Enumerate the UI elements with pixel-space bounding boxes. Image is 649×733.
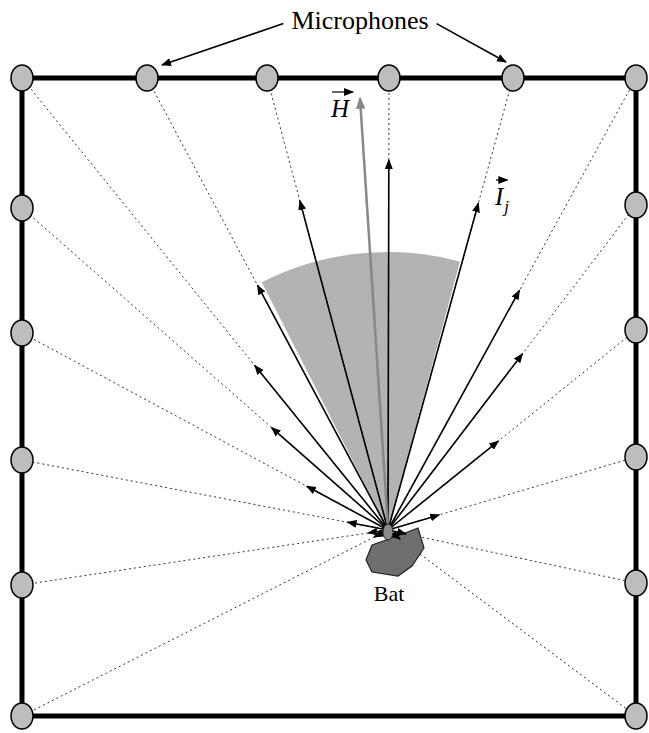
microphone bbox=[11, 572, 33, 598]
subscript-label: j bbox=[504, 198, 509, 215]
sight-line bbox=[388, 330, 636, 530]
bat-head bbox=[383, 524, 393, 540]
sight-line bbox=[388, 205, 636, 530]
room-wall bbox=[22, 78, 636, 716]
microphone bbox=[502, 65, 524, 91]
bat-body bbox=[366, 528, 424, 576]
intensity-arrow bbox=[388, 515, 439, 530]
microphone bbox=[625, 703, 647, 729]
vector-label: I bbox=[495, 184, 503, 209]
sight-line bbox=[147, 78, 388, 530]
microphones bbox=[11, 65, 647, 729]
microphone bbox=[625, 317, 647, 343]
microphone bbox=[11, 447, 33, 473]
microphone bbox=[256, 65, 278, 91]
microphone bbox=[11, 195, 33, 221]
intensity-arrow bbox=[388, 441, 498, 530]
sight-line bbox=[388, 78, 636, 530]
heading-arrow bbox=[360, 98, 388, 528]
bat-label: Bat bbox=[374, 583, 405, 605]
sight-line bbox=[22, 78, 388, 530]
intensity-arrow bbox=[255, 366, 388, 530]
sight-line bbox=[388, 530, 636, 716]
intensity-arrow bbox=[258, 285, 388, 530]
intensity-arrow bbox=[387, 160, 389, 530]
intensity-arrows bbox=[255, 160, 523, 539]
intensity-arrow bbox=[388, 354, 523, 530]
intensity-arrow bbox=[388, 203, 478, 530]
intensity-arrow bbox=[388, 290, 519, 530]
microphone bbox=[625, 444, 647, 470]
sight-line bbox=[388, 530, 636, 583]
microphone bbox=[378, 65, 400, 91]
sight-line bbox=[388, 457, 636, 530]
intensity-arrow bbox=[272, 428, 388, 530]
vector-overarrow bbox=[496, 179, 507, 180]
intensity-arrow bbox=[300, 201, 388, 530]
sight-line bbox=[22, 333, 388, 530]
microphone bbox=[11, 320, 33, 346]
vector-overarrow bbox=[332, 91, 353, 92]
intensity-arrow bbox=[347, 522, 388, 530]
sight-line bbox=[267, 78, 388, 530]
sight-line bbox=[22, 208, 388, 530]
microphone bbox=[625, 192, 647, 218]
sight-lines bbox=[22, 78, 636, 716]
beam-sector bbox=[262, 252, 460, 530]
intensity-arrow bbox=[307, 486, 388, 530]
leader-arrow bbox=[162, 24, 283, 65]
microphone bbox=[11, 703, 33, 729]
leader-arrow bbox=[437, 24, 506, 62]
microphone bbox=[136, 65, 158, 91]
sight-line bbox=[22, 530, 388, 716]
sight-line bbox=[388, 78, 389, 530]
microphone bbox=[625, 570, 647, 596]
vector-label: H bbox=[331, 96, 349, 121]
microphone bbox=[625, 65, 647, 91]
microphones-label: Microphones bbox=[291, 8, 428, 34]
sight-line bbox=[22, 460, 388, 530]
microphone bbox=[11, 65, 33, 91]
sight-line bbox=[388, 78, 513, 530]
